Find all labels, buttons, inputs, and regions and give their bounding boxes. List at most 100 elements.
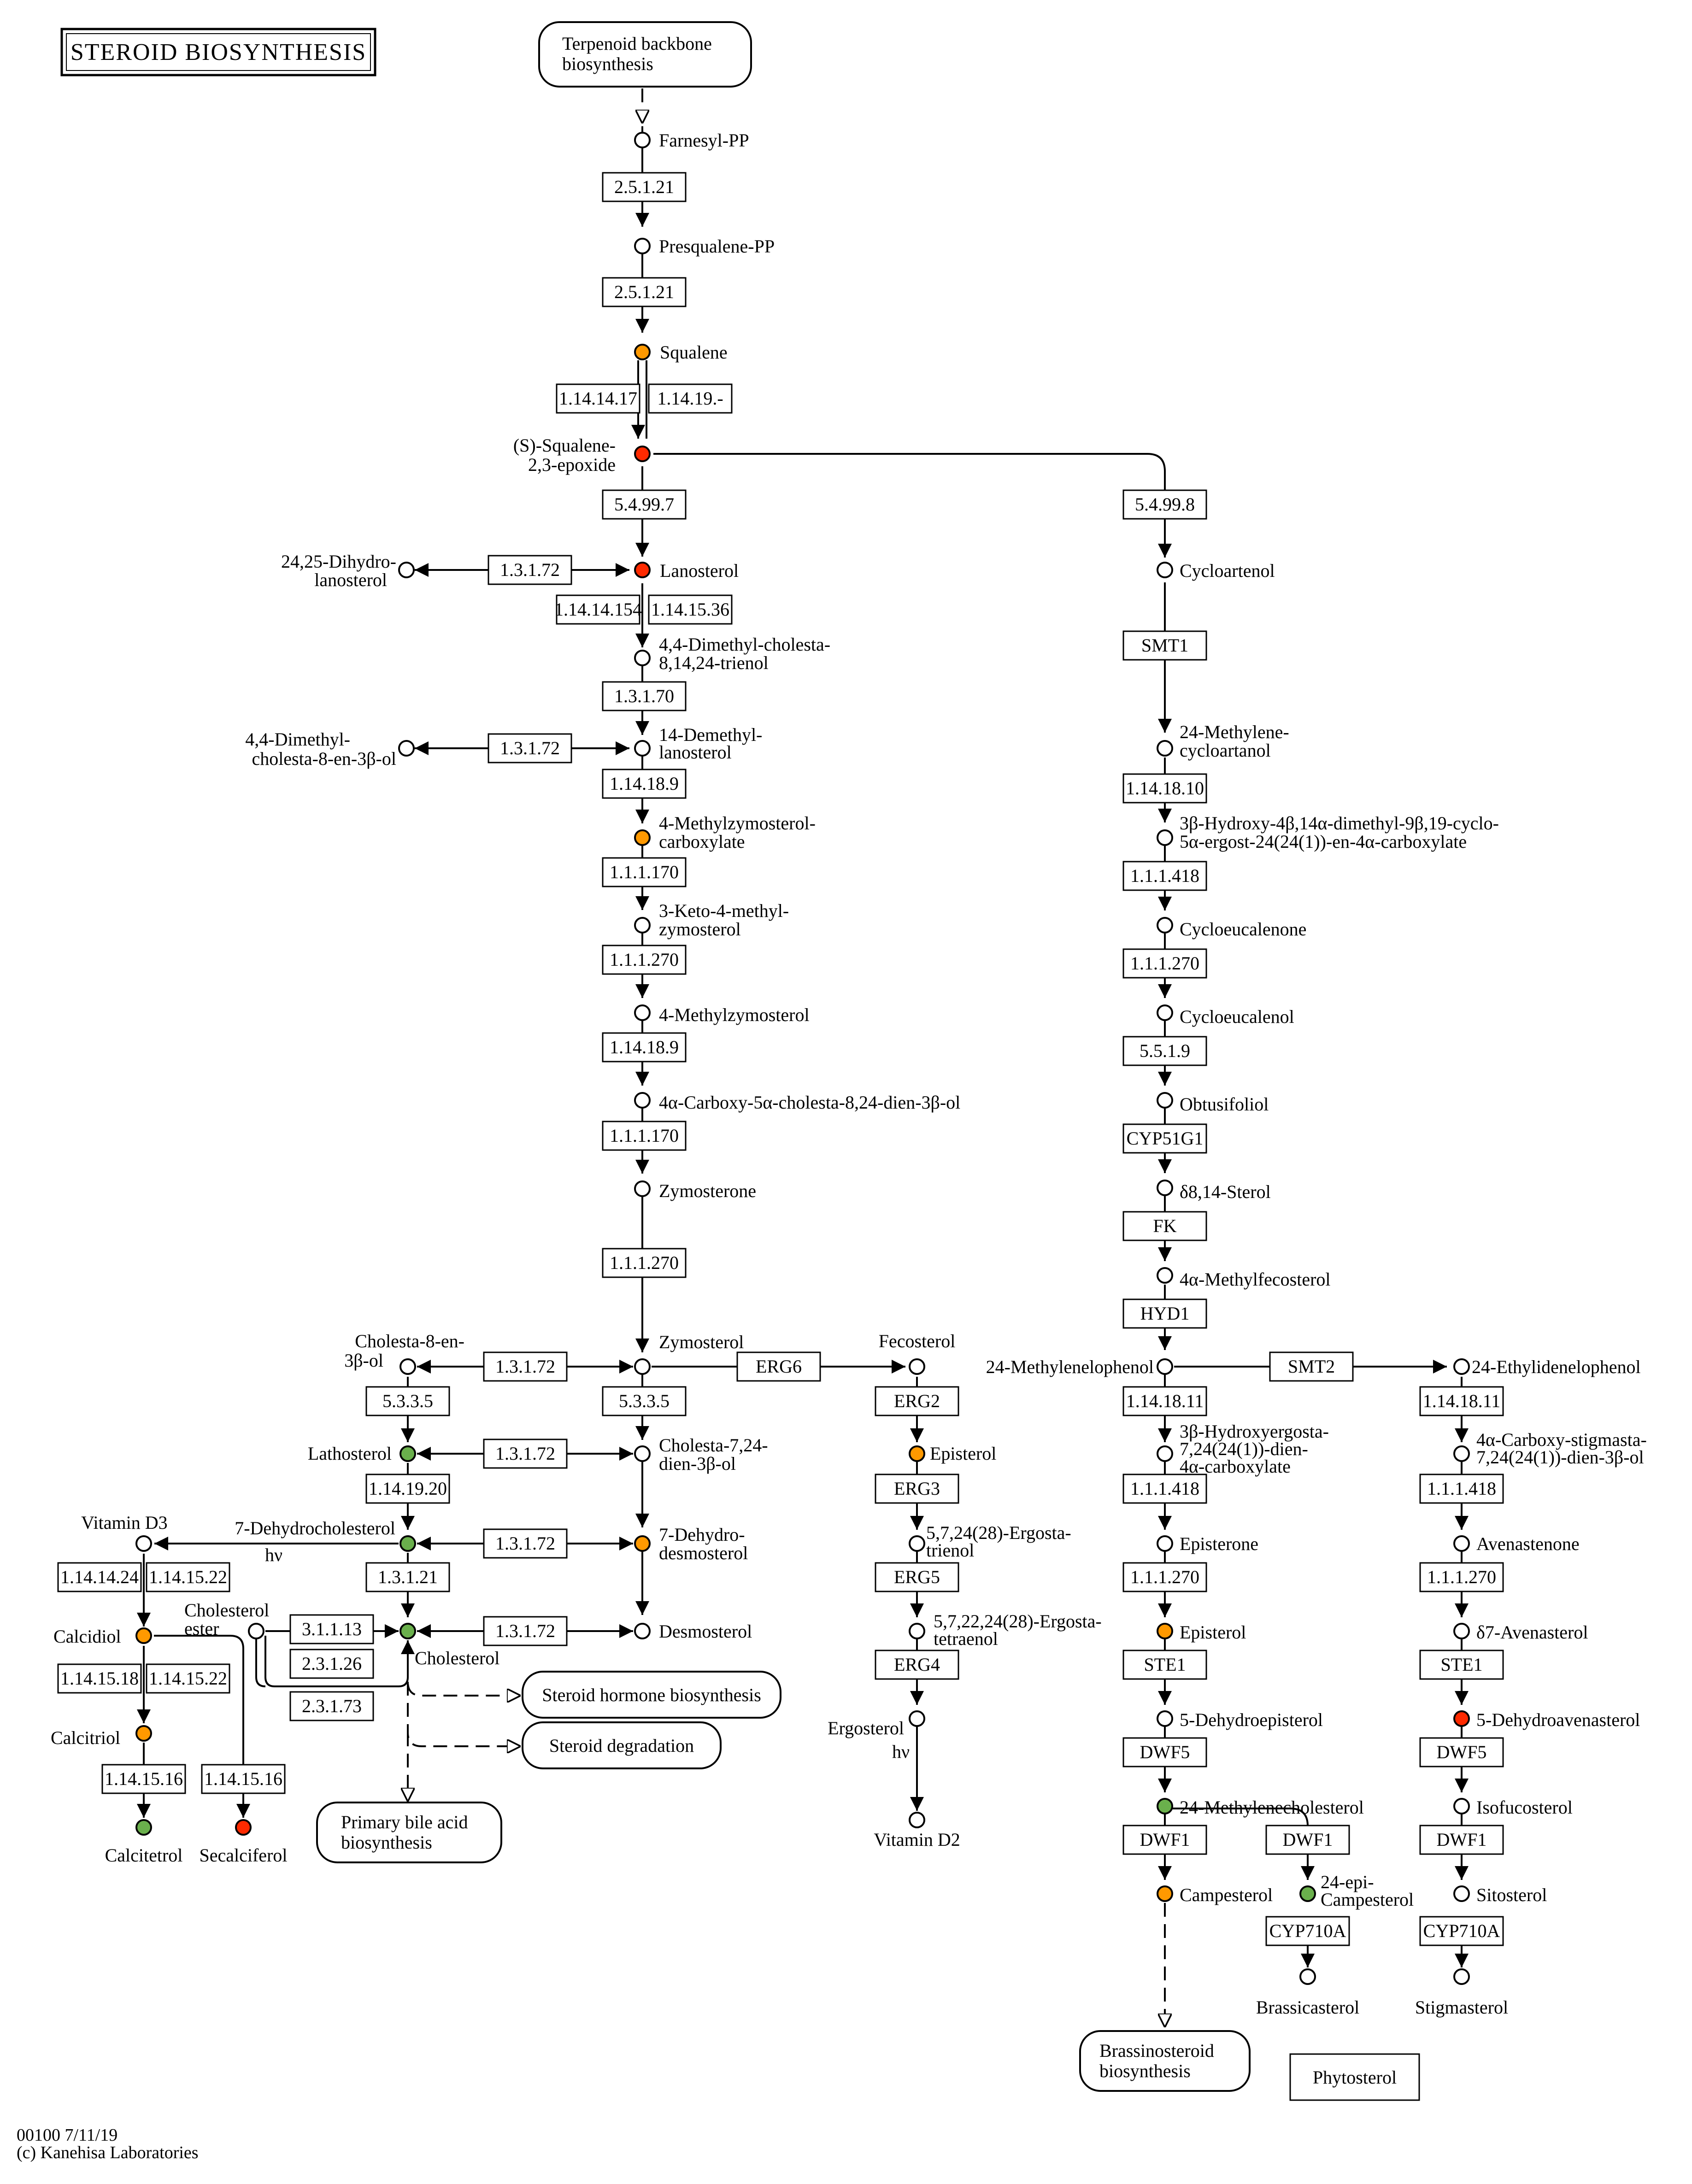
enzyme-box[interactable]: ERG4 [875, 1650, 959, 1680]
compound-node-ergostatrienol[interactable] [909, 1535, 925, 1552]
enzyme-box[interactable]: 5.5.1.9 [1122, 1036, 1207, 1066]
enzyme-box[interactable]: 1.14.15.36 [648, 594, 733, 625]
enzyme-box[interactable]: ERG6 [736, 1351, 821, 1382]
compound-node-cycloeucalenol[interactable] [1157, 1004, 1173, 1021]
enzyme-box[interactable]: 1.14.14.154 [554, 594, 642, 625]
compound-node-obtusifoliol[interactable] [1157, 1092, 1173, 1109]
enzyme-box[interactable]: 5.3.3.5 [365, 1386, 450, 1416]
enzyme-box[interactable]: DWF1 [1122, 1825, 1207, 1855]
enzyme-box[interactable]: 1.3.1.72 [488, 555, 572, 585]
enzyme-box[interactable]: 1.3.1.72 [483, 1438, 568, 1469]
compound-node-squalene-epoxide[interactable] [634, 446, 651, 462]
enzyme-box[interactable]: 1.3.1.70 [602, 681, 687, 711]
enzyme-box[interactable]: 1.14.18.9 [602, 769, 687, 799]
compound-node-vitamin-d2[interactable] [909, 1812, 925, 1828]
compound-node-zymosterone[interactable] [634, 1180, 651, 1197]
compound-node-lanosterol[interactable] [634, 562, 651, 578]
compound-node-vitamin-d3[interactable] [135, 1535, 152, 1552]
enzyme-box[interactable]: 1.1.1.270 [1419, 1562, 1504, 1592]
enzyme-box[interactable]: SMT1 [1122, 630, 1207, 661]
compound-node-dimethyl-cholesta-enol[interactable] [398, 740, 415, 757]
enzyme-box[interactable]: 1.14.18.11 [1122, 1386, 1207, 1416]
enzyme-box[interactable]: 1.3.1.72 [483, 1351, 568, 1382]
compound-node-hydroxy-dimethyl-cyclo[interactable] [1157, 829, 1173, 846]
compound-node-sterol-8-14[interactable] [1157, 1180, 1173, 1196]
compound-node-ergosterol[interactable] [909, 1710, 925, 1727]
compound-node-calcitetrol[interactable] [135, 1819, 152, 1836]
enzyme-box[interactable]: 1.1.1.418 [1122, 861, 1207, 891]
pathway-bile-acid[interactable]: Primary bile acid biosynthesis [316, 1802, 502, 1863]
compound-node-stigmasterol[interactable] [1453, 1968, 1470, 1985]
enzyme-box[interactable]: CYP51G1 [1122, 1123, 1207, 1154]
pathway-steroid-degradation[interactable]: Steroid degradation [522, 1721, 722, 1769]
enzyme-box[interactable]: ERG5 [875, 1562, 959, 1592]
enzyme-box[interactable]: 1.3.1.21 [365, 1562, 450, 1592]
compound-node-isofucosterol[interactable] [1453, 1798, 1470, 1814]
enzyme-box[interactable]: 1.14.15.16 [101, 1764, 186, 1794]
enzyme-box[interactable]: 1.1.1.170 [602, 857, 687, 887]
compound-node-calcidiol[interactable] [135, 1627, 152, 1644]
enzyme-box[interactable]: DWF1 [1265, 1825, 1350, 1855]
compound-node-lathosterol[interactable] [400, 1445, 416, 1462]
enzyme-box[interactable]: 1.1.1.270 [602, 1248, 687, 1278]
enzyme-box[interactable]: ERG3 [875, 1474, 959, 1504]
compound-node-ergostatetraenol[interactable] [909, 1623, 925, 1639]
enzyme-box[interactable]: 5.3.3.5 [602, 1386, 687, 1416]
enzyme-box[interactable]: DWF1 [1419, 1825, 1504, 1855]
enzyme-box[interactable]: 1.1.1.418 [1419, 1474, 1504, 1504]
compound-node-episterone[interactable] [1157, 1535, 1173, 1552]
enzyme-box[interactable]: DWF5 [1419, 1737, 1504, 1767]
compound-node-methylfecosterol[interactable] [1157, 1267, 1173, 1284]
compound-node-cholesterol-ester[interactable] [248, 1623, 264, 1639]
compound-node-cycloeucalenone[interactable] [1157, 917, 1173, 933]
enzyme-box[interactable]: 1.14.19.20 [365, 1474, 450, 1504]
enzyme-box[interactable]: CYP710A [1265, 1916, 1350, 1946]
enzyme-box[interactable]: 1.1.1.270 [1122, 1562, 1207, 1592]
enzyme-box[interactable]: 2.5.1.21 [602, 277, 687, 307]
enzyme-box[interactable]: 2.5.1.21 [602, 172, 687, 202]
compound-node-dihydrolanosterol[interactable] [398, 562, 415, 578]
compound-node-avenastenone[interactable] [1453, 1535, 1470, 1552]
enzyme-box[interactable]: 1.14.15.22 [146, 1562, 230, 1592]
enzyme-box[interactable]: 1.14.14.17 [556, 383, 640, 414]
compound-node-cholesta-7-24-dienol[interactable] [634, 1445, 651, 1462]
enzyme-box[interactable]: 2.3.1.73 [289, 1691, 374, 1721]
enzyme-box[interactable]: STE1 [1122, 1650, 1207, 1680]
compound-node-secalciferol[interactable] [235, 1819, 252, 1836]
compound-node-dehydrodesmosterol[interactable] [634, 1535, 651, 1552]
enzyme-box[interactable]: HYD1 [1122, 1298, 1207, 1329]
enzyme-box[interactable]: 1.14.19.- [648, 383, 733, 414]
compound-node-squalene[interactable] [634, 344, 651, 360]
compound-node-zymosterol[interactable] [634, 1358, 651, 1375]
compound-node-cycloartenol[interactable] [1157, 562, 1173, 578]
compound-node-cholesterol[interactable] [400, 1623, 416, 1639]
compound-node-methylzymosterol-carboxylate[interactable] [634, 829, 651, 846]
enzyme-box[interactable]: SMT2 [1269, 1351, 1354, 1382]
enzyme-box[interactable]: 1.1.1.270 [1122, 948, 1207, 979]
enzyme-box[interactable]: 1.14.15.16 [201, 1764, 286, 1794]
compound-node-desmosterol[interactable] [634, 1623, 651, 1639]
compound-node-sitosterol[interactable] [1453, 1885, 1470, 1902]
enzyme-box[interactable]: 1.14.15.22 [146, 1663, 230, 1694]
compound-node-demethyl-lanosterol[interactable] [634, 740, 651, 757]
enzyme-box[interactable]: 1.3.1.72 [483, 1528, 568, 1559]
compound-node-episterol-right[interactable] [1157, 1623, 1173, 1639]
compound-node-methylene-cycloartanol[interactable] [1157, 740, 1173, 757]
compound-node-dehydroavenasterol[interactable] [1453, 1710, 1470, 1727]
compound-node-dimethyl-cholesta-trienol[interactable] [634, 650, 651, 666]
compound-node-carboxy-cholesta-dienol[interactable] [634, 1092, 651, 1109]
enzyme-box[interactable]: DWF5 [1122, 1737, 1207, 1767]
enzyme-box[interactable]: STE1 [1419, 1650, 1504, 1680]
compound-node-keto-methyl-zymosterol[interactable] [634, 917, 651, 933]
enzyme-box[interactable]: CYP710A [1419, 1916, 1504, 1946]
compound-node-hydroxyergosta[interactable] [1157, 1445, 1173, 1462]
compound-node-epi-campesterol[interactable] [1299, 1885, 1316, 1902]
compound-node-presqualene-pp[interactable] [634, 238, 651, 254]
enzyme-box[interactable]: 1.14.18.10 [1122, 773, 1207, 804]
enzyme-box[interactable]: 1.14.14.24 [57, 1562, 142, 1592]
compound-node-farnesyl-pp[interactable] [634, 132, 651, 148]
enzyme-box[interactable]: 5.4.99.8 [1122, 489, 1207, 520]
pathway-brassinosteroid[interactable]: Brassinosteroid biosynthesis [1079, 2030, 1251, 2092]
enzyme-box[interactable]: 1.1.1.270 [602, 945, 687, 975]
compound-node-dehydrocholesterol[interactable] [400, 1535, 416, 1552]
